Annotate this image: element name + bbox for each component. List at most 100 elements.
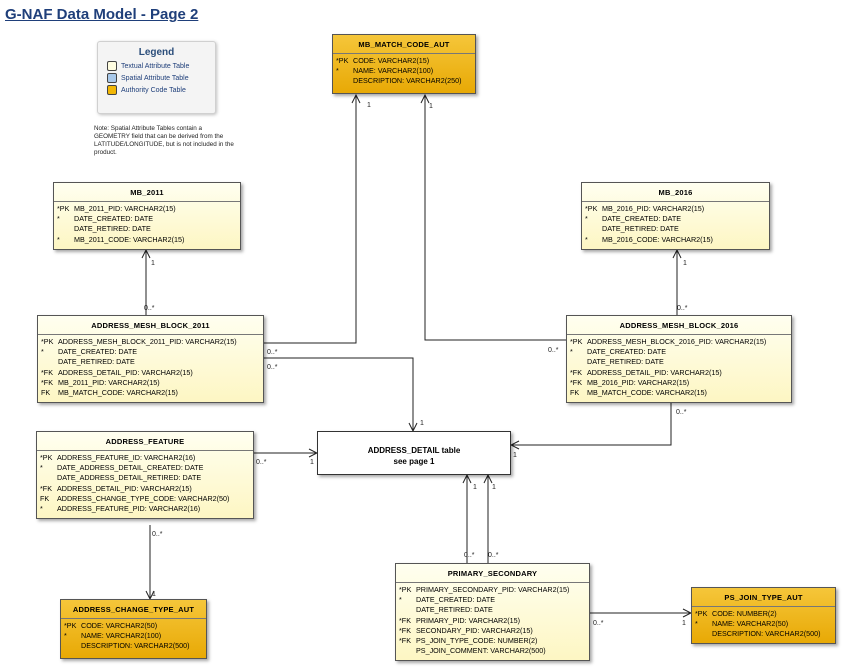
mult-feature-change-many: 0..*: [152, 531, 163, 538]
mult-mbmatch-one-left: 1: [367, 102, 371, 109]
mult-detail-one-primary: 1: [473, 484, 477, 491]
address-detail-line1: ADDRESS_DETAIL table: [367, 446, 461, 455]
mult-mb2011-one: 1: [151, 260, 155, 267]
legend-swatch-authority: [107, 85, 117, 95]
attribute-row: *DATE_CREATED: DATE: [585, 214, 682, 224]
attribute-row: *ADDRESS_FEATURE_PID: VARCHAR2(16): [40, 504, 201, 514]
entity-title: PRIMARY_SECONDARY: [396, 564, 589, 583]
legend-item-textual: Textual Attribute Table: [107, 61, 215, 71]
connector-amb2016-address-detail: [511, 403, 672, 445]
mult-amb2011-detail-many: 0..*: [267, 364, 278, 371]
attribute-row: *DATE_CREATED: DATE: [399, 595, 496, 605]
attribute-row: DESCRIPTION: VARCHAR2(500): [81, 641, 190, 651]
legend-note: Note: Spatial Attribute Tables contain a…: [94, 125, 234, 156]
entity-title: MB_MATCH_CODE_AUT: [333, 35, 475, 54]
attribute-row: DATE_ADDRESS_DETAIL_RETIRED: DATE: [57, 473, 202, 483]
entity-title: MB_2011: [54, 183, 240, 202]
attribute-row: *MB_2016_CODE: VARCHAR2(15): [585, 234, 713, 244]
attribute-row: *DATE_CREATED: DATE: [570, 347, 667, 357]
legend-swatch-textual: [107, 61, 117, 71]
attribute-row: *MB_2011_CODE: VARCHAR2(15): [57, 234, 185, 244]
attribute-row: *NAME: VARCHAR2(50): [695, 619, 789, 629]
mult-detail-one-right: 1: [513, 452, 517, 459]
legend-label: Authority Code Table: [121, 86, 186, 94]
attribute-row: DESCRIPTION: VARCHAR2(500): [712, 629, 821, 639]
entity-title: ADDRESS_FEATURE: [37, 432, 253, 451]
address-detail-line2: see page 1: [393, 457, 435, 466]
connector-amb2011-address-detail: [264, 357, 413, 431]
mult-detail-one-top: 1: [420, 420, 424, 427]
legend-label: Spatial Attribute Table: [121, 74, 189, 82]
attribute-row: DATE_RETIRED: DATE: [416, 605, 493, 615]
mult-detail-one-left: 1: [310, 459, 314, 466]
entity-title: ADDRESS_MESH_BLOCK_2016: [567, 316, 791, 335]
attribute-row: *DATE_CREATED: DATE: [57, 214, 154, 224]
attribute-row: DATE_RETIRED: DATE: [587, 357, 664, 367]
entity-title: ADDRESS_MESH_BLOCK_2011: [38, 316, 263, 335]
connector-amb2016-mbmatch: [425, 95, 566, 341]
legend-item-spatial: Spatial Attribute Table: [107, 73, 215, 83]
mult-ps-join-one: 1: [682, 620, 686, 627]
attribute-row: DESCRIPTION: VARCHAR2(250): [353, 76, 462, 86]
legend-label: Textual Attribute Table: [121, 62, 190, 70]
attribute-row: PS_JOIN_COMMENT: VARCHAR2(500): [416, 646, 546, 656]
mult-change-type-one: 1: [152, 591, 156, 598]
legend-title: Legend: [138, 47, 175, 58]
mult-mbmatch-one-right: 1: [429, 103, 433, 110]
mult-ps-join-many: 0..*: [593, 620, 604, 627]
attribute-row: *NAME: VARCHAR2(100): [64, 631, 162, 641]
attribute-row: DATE_RETIRED: DATE: [602, 224, 679, 234]
mult-amb2016-match-many: 0..*: [548, 347, 559, 354]
attribute-row: *NAME: VARCHAR2(100): [336, 66, 434, 76]
page-title: G-NAF Data Model - Page 2: [5, 6, 199, 23]
attribute-row: DATE_RETIRED: DATE: [58, 357, 135, 367]
attribute-row: DATE_RETIRED: DATE: [74, 224, 151, 234]
address-detail-reference[interactable]: ADDRESS_DETAIL table see page 1: [317, 431, 511, 475]
legend-item-authority: Authority Code Table: [107, 85, 215, 95]
mult-amb2011-many: 0..*: [144, 305, 155, 312]
mult-amb2016-many: 0..*: [677, 305, 688, 312]
attribute-row: *DATE_ADDRESS_DETAIL_CREATED: DATE: [40, 463, 204, 473]
mult-mb2016-one: 1: [683, 260, 687, 267]
entity-title: MB_2016: [582, 183, 769, 202]
entity-title: ADDRESS_CHANGE_TYPE_AUT: [61, 600, 206, 619]
connector-amb2011-mbmatch: [264, 95, 356, 344]
attribute-row: *DATE_CREATED: DATE: [41, 347, 138, 357]
mult-amb2011-match-many: 0..*: [267, 349, 278, 356]
entity-title: PS_JOIN_TYPE_AUT: [692, 588, 835, 607]
mult-amb2016-detail-many: 0..*: [676, 409, 687, 416]
mult-detail-one-secondary: 1: [492, 484, 496, 491]
mult-primary-many: 0..*: [464, 552, 475, 559]
legend: Legend Textual Attribute Table Spatial A…: [97, 41, 216, 114]
mult-feature-many: 0..*: [256, 459, 267, 466]
